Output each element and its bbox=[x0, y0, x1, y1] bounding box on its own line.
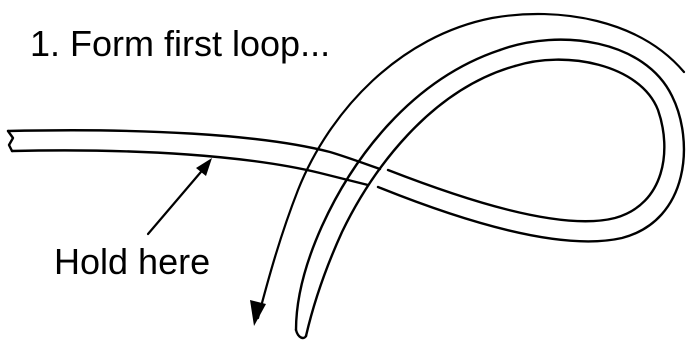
hold-pointer-line bbox=[146, 164, 208, 236]
rope-cut-end bbox=[6, 129, 15, 153]
hold-here-label: Hold here bbox=[54, 241, 211, 282]
hold-pointer-arrowhead-icon bbox=[196, 158, 212, 176]
rope-loop-inner-edge bbox=[304, 64, 517, 338]
direction-arc-line bbox=[256, 12, 686, 320]
direction-arc bbox=[256, 12, 686, 320]
hold-pointer-arrow bbox=[146, 164, 208, 236]
direction-arrowhead-icon bbox=[250, 300, 266, 326]
rope-left-upper-edge bbox=[6, 129, 382, 171]
rope bbox=[6, 38, 686, 340]
rope-loop-outer-boundary bbox=[376, 38, 686, 243]
rope-tail-cap bbox=[294, 328, 308, 340]
step-title: 1. Form first loop... bbox=[30, 23, 331, 64]
rope-loop-inner-edge-2 bbox=[294, 48, 502, 332]
rope-loop-outer-edge bbox=[386, 58, 666, 223]
